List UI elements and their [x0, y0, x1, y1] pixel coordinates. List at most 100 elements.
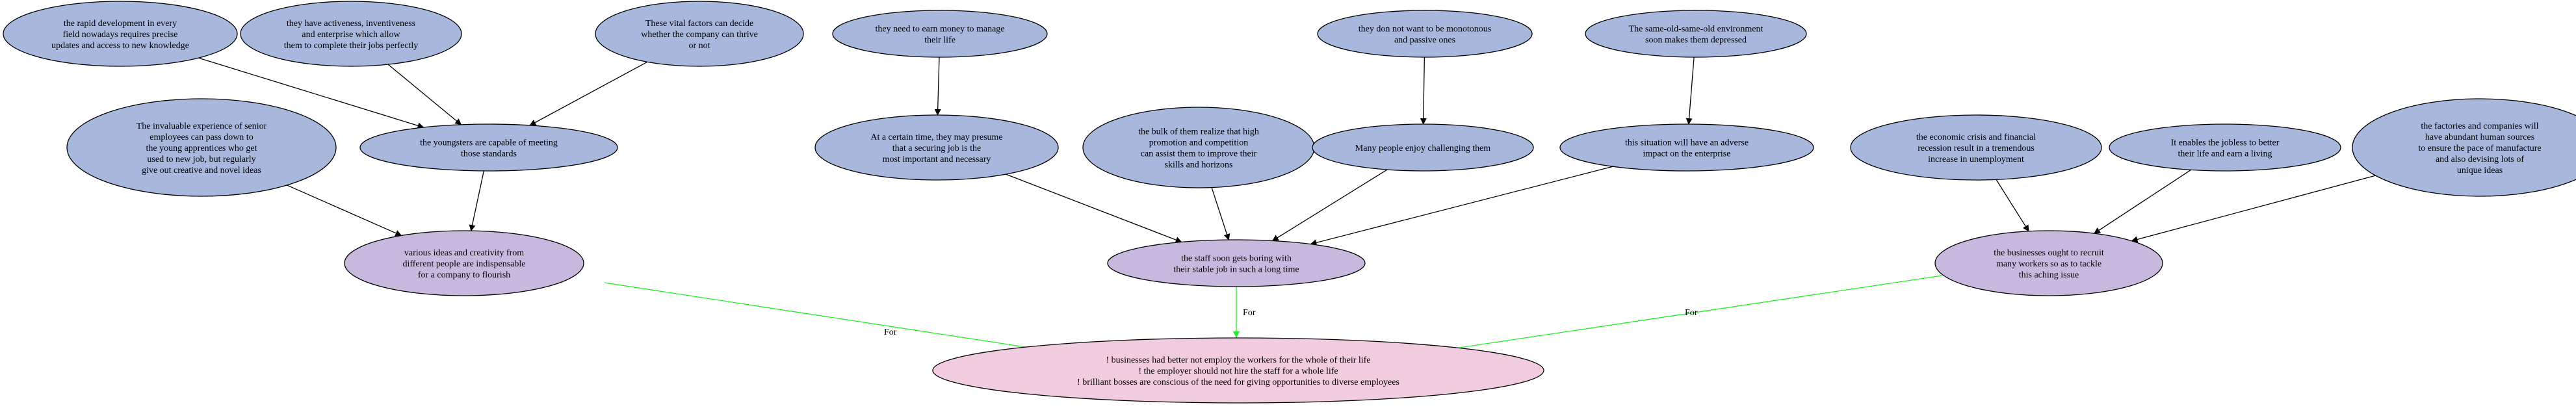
node-text-line: unique ideas — [2457, 166, 2503, 175]
node-ellipse — [1934, 230, 2163, 296]
node-crisis: the economic crisis and financialrecessi… — [1850, 114, 2102, 181]
node-text-line: those standards — [461, 149, 517, 159]
node-text-line: the rapid development in every — [64, 19, 177, 29]
node-text-line: ! brilliant bosses are conscious of the … — [1077, 378, 1399, 387]
node-ellipse — [344, 230, 584, 296]
edge-label: For — [884, 328, 897, 337]
node-text-line: At a certain time, they may presume — [870, 133, 1002, 142]
edge-line — [1420, 57, 1427, 125]
node-text-line: updates and access to new knowledge — [51, 41, 189, 51]
node-ellipse — [932, 337, 1544, 404]
node-text-line: for a company to flourish — [418, 270, 510, 280]
node-text-line: the bulk of them realize that high — [1138, 127, 1259, 137]
edge-line — [1685, 57, 1695, 125]
edge-label: For — [1243, 308, 1256, 318]
node-ellipse — [3, 1, 238, 67]
node-ellipse — [240, 1, 462, 67]
edge-line — [2093, 169, 2191, 234]
node-text-line: most important and necessary — [883, 155, 991, 164]
node-ellipse — [2352, 98, 2576, 197]
node-ellipse — [66, 98, 337, 197]
edge-line — [469, 170, 484, 232]
edge-factories-to-recruit — [2131, 175, 2376, 243]
edge-line — [198, 57, 424, 129]
node-text-line: this situation will have an adverse — [1625, 138, 1749, 148]
edge-line — [1006, 174, 1182, 243]
node-text-line: the businesses ought to recruit — [1994, 248, 2104, 258]
node-youngsters: the youngsters are capable of meetingtho… — [359, 123, 618, 172]
node-text-line: the economic crisis and financial — [1916, 133, 2036, 142]
edge-line — [387, 64, 462, 125]
node-text-line: and enterprise which allow — [302, 30, 400, 40]
node-ellipse — [832, 10, 1048, 58]
edge-earn-to-securing — [934, 57, 941, 116]
edge-invaluable-to-various — [287, 185, 402, 237]
edge-line — [1996, 179, 2029, 232]
node-text-line: they don not want to be monotonous — [1359, 25, 1492, 34]
node-ellipse — [1107, 239, 1366, 287]
node-text-line: It enables the jobless to better — [2171, 138, 2280, 148]
node-adverse: this situation will have an adverseimpac… — [1559, 123, 1814, 172]
node-text-line: or not — [688, 41, 710, 51]
node-text-line: many workers so as to tackle — [1996, 259, 2101, 269]
node-text-line: different people are indispensable — [402, 259, 525, 269]
node-text-line: their stable job in such a long time — [1173, 265, 1299, 275]
node-text-line: their life and earn a living — [2178, 149, 2272, 159]
node-text-line: promotion and competition — [1149, 138, 1248, 148]
edge-adverse-to-boring — [1310, 166, 1613, 246]
node-ellipse — [595, 1, 804, 67]
node-text-line: various ideas and creativity from — [404, 248, 524, 258]
edge-line — [1211, 187, 1230, 241]
edge-sameold-to-adverse — [1685, 57, 1695, 125]
node-main: ! businesses had better not employ the w… — [932, 337, 1544, 404]
node-text-line: them to complete their jobs perfectly — [284, 41, 418, 51]
node-text-line: employees can pass down to — [150, 133, 253, 142]
node-securing: At a certain time, they may presume that … — [814, 114, 1059, 181]
node-text-line: give out creative and novel ideas — [142, 166, 261, 175]
node-text-line: soon makes them depressed — [1645, 36, 1747, 45]
edge-label: For — [1685, 308, 1698, 318]
node-text-line: ! the employer should not hire the staff… — [1138, 367, 1338, 376]
node-text-line: they need to earn money to manage — [875, 25, 1004, 34]
edge-enjoy-to-boring — [1271, 169, 1388, 242]
node-text-line: field nowadays requires precise — [63, 30, 178, 40]
node-text-line: used to new job, but regularly — [147, 155, 255, 164]
node-ellipse — [359, 123, 618, 172]
node-text-line: that a securing job is the — [892, 144, 981, 153]
node-text-line: the young apprentices who get — [146, 144, 257, 153]
edge-youngsters-to-various — [469, 170, 484, 232]
edge-line — [529, 61, 648, 126]
edge-boring-to-main: For — [1233, 287, 1256, 338]
node-enjoy: Many people enjoy challenging them — [1312, 123, 1534, 172]
node-bulk: the bulk of them realize that highpromot… — [1082, 107, 1315, 188]
node-text-line: impact on the enterprise — [1643, 149, 1731, 159]
node-sameold: The same-old-same-old environment soon ma… — [1585, 10, 1807, 58]
node-text-line: they have activeness, inventiveness — [287, 19, 415, 29]
edge-crisis-to-recruit — [1996, 179, 2029, 232]
node-text-line: These vital factors can decide — [645, 19, 753, 29]
edge-line — [287, 185, 402, 237]
node-text-line: The invaluable experience of senior — [137, 122, 267, 131]
node-text-line: to ensure the pace of manufacture — [2418, 144, 2541, 153]
node-text-line: whether the company can thrive — [641, 30, 758, 40]
edge-various-to-main: For — [604, 282, 1056, 354]
edge-jobless-to-recruit — [2093, 169, 2191, 234]
node-text-line: can assist them to improve their — [1141, 149, 1257, 159]
node-ellipse — [2109, 123, 2341, 172]
node-text-line: the youngsters are capable of meeting — [420, 138, 558, 148]
node-text-line: skills and horizons — [1165, 161, 1233, 170]
node-text-line: The same-old-same-old environment — [1629, 25, 1763, 34]
node-ellipse — [1559, 123, 1814, 172]
edge-recruit-to-main: For — [1433, 275, 1943, 354]
node-text-line: and also devising lots of — [2436, 155, 2524, 164]
node-text-line: increase in unemployment — [1928, 155, 2024, 164]
edge-active-to-youngsters — [387, 64, 462, 125]
